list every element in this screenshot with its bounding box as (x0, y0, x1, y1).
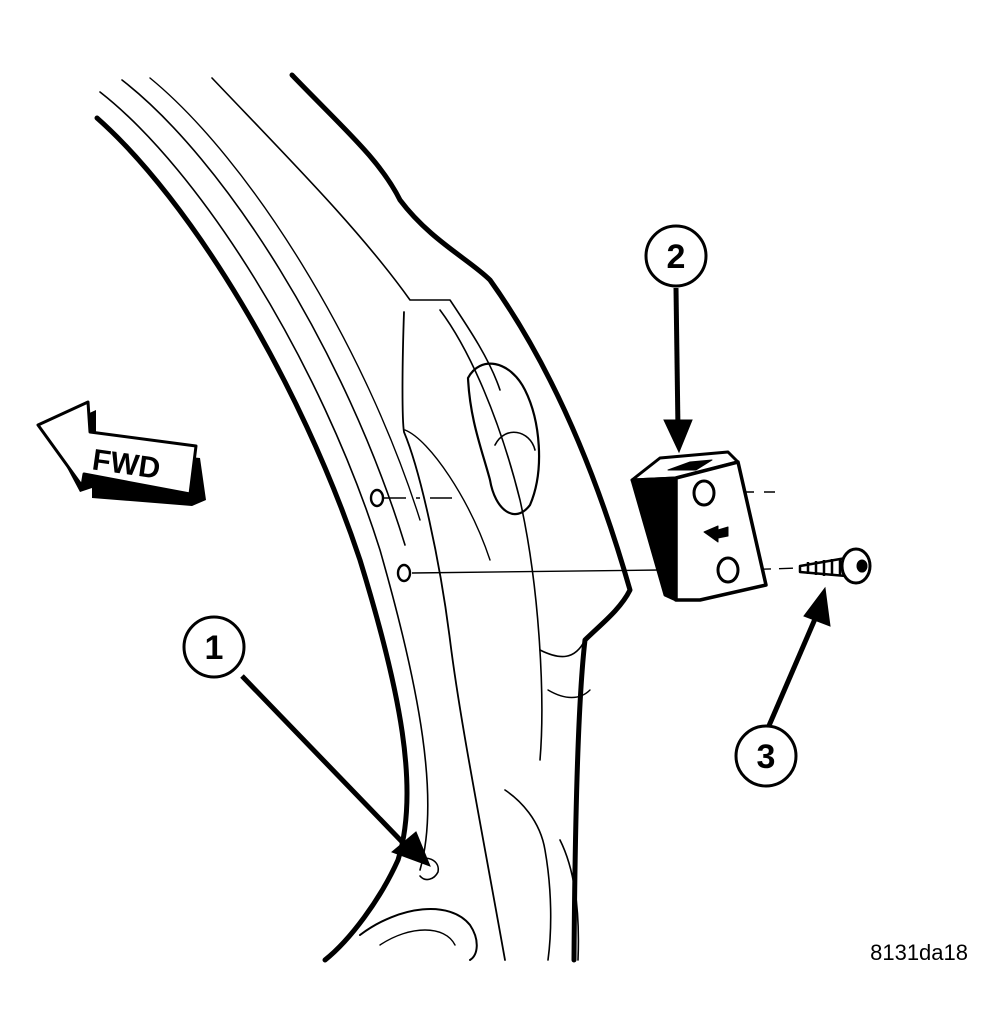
screw-part (798, 547, 872, 585)
leader-arrows (240, 287, 831, 867)
upper-mounting-hole (369, 488, 385, 508)
callout-3: 3 (734, 724, 798, 788)
lower-mounting-hole (396, 563, 412, 583)
callout-1-label: 1 (205, 629, 224, 667)
figure-reference: 8131da18 (870, 940, 968, 965)
callout-1: 1 (182, 615, 246, 679)
callout-2: 2 (644, 224, 708, 288)
forward-direction-arrow: FWD (36, 400, 206, 506)
callout-2-label: 2 (667, 238, 686, 276)
bracket-part (630, 450, 768, 602)
body-panel (94, 72, 633, 963)
callout-3-label: 3 (757, 738, 776, 776)
mounting-holes (369, 488, 412, 583)
